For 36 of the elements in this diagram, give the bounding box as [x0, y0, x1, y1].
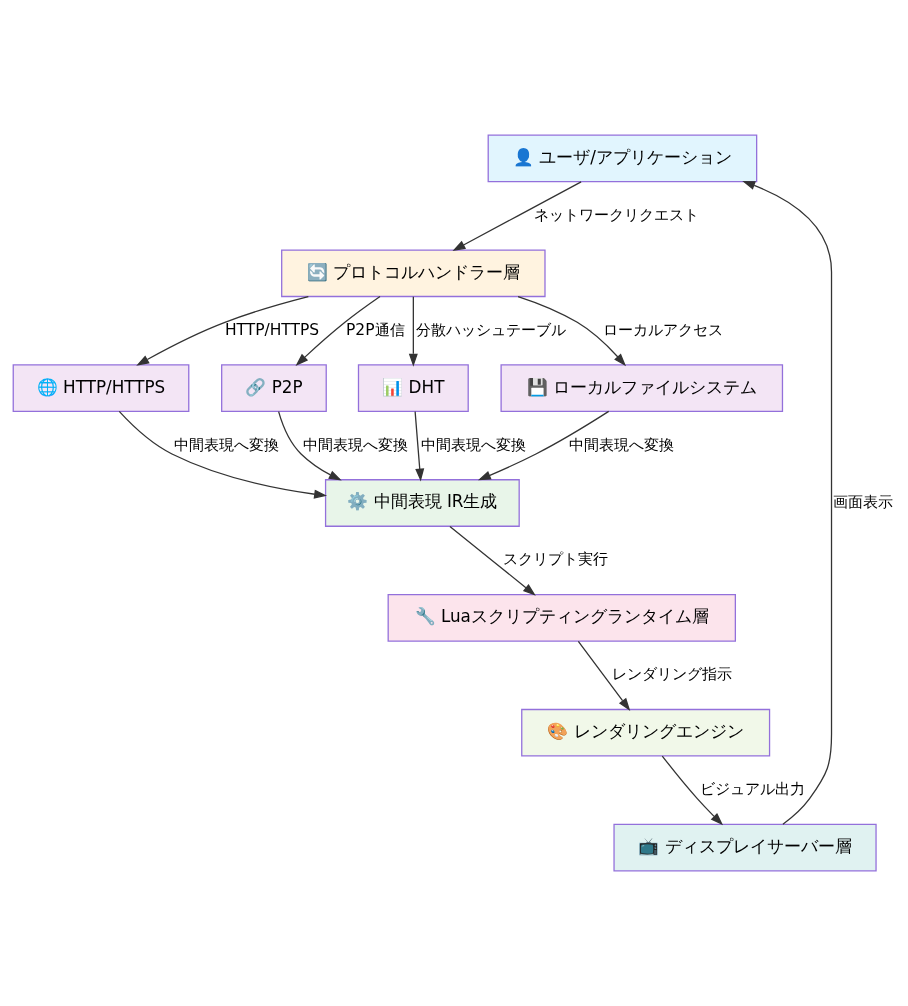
node-box: 🔗 P2P	[221, 364, 327, 412]
arrow	[577, 640, 631, 711]
arrow	[742, 180, 833, 825]
arrow	[118, 410, 328, 499]
arrow	[414, 410, 425, 482]
edge-label: 中間表現へ変換	[174, 435, 280, 454]
node-box: 📺 ディスプレイサーバー層	[613, 823, 877, 872]
node-box: 📊 DHT	[357, 364, 469, 412]
node-box: 👤 ユーザ/アプリケーション	[487, 134, 758, 183]
arrow	[408, 296, 418, 367]
edge-label: 画面表示	[833, 493, 894, 511]
arrow	[278, 411, 342, 481]
node-box: 🎨 レンダリングエンジン	[521, 708, 771, 757]
node-box: 🔄 プロトコルハンドラー層	[281, 249, 546, 298]
edge-label: P2P通信	[346, 320, 405, 339]
edge-label: ビジュアル出力	[699, 780, 805, 799]
edge-label: ネットワークリクエスト	[534, 205, 700, 224]
edge-label: ローカルアクセス	[603, 320, 724, 339]
edge-label: HTTP/HTTPS	[224, 320, 320, 339]
node-box: 💾 ローカルファイルシステム	[500, 364, 784, 412]
edge-label: 中間表現へ変換	[569, 435, 675, 454]
edge-label: 中間表現へ変換	[303, 435, 409, 454]
arrow	[477, 410, 610, 481]
arrow	[661, 755, 724, 826]
arrow	[136, 295, 309, 366]
edge-label: 中間表現へ変換	[420, 435, 526, 454]
arrow	[295, 295, 381, 366]
edge-label: スクリプト実行	[503, 550, 609, 569]
edge-label: レンダリング指示	[612, 665, 733, 684]
node-box: ⚙ 中間表現 IR生成	[324, 479, 520, 527]
node-box: 🌐 HTTP/HTTPS	[12, 364, 190, 412]
edge-label: 分散ハッシュテーブル	[416, 320, 567, 339]
node-box: 🔧 Luaスクリプティングランタイム層	[387, 594, 736, 642]
arrow	[452, 181, 582, 251]
arrow	[449, 525, 536, 596]
arrow	[517, 295, 627, 367]
